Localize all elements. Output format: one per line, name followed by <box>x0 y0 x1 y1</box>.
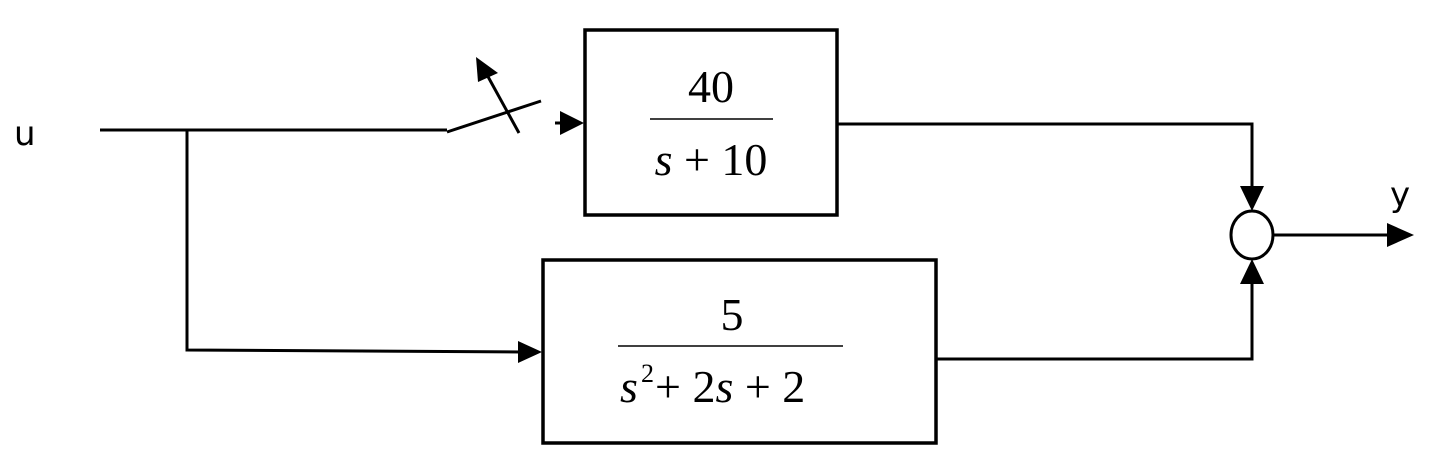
bottom-block-denominator-var2: s <box>715 361 733 412</box>
bottom-block-denominator-var1: s <box>620 361 638 412</box>
bottom-block-denominator-s: s <box>620 361 638 412</box>
top-transfer-block: 40 s + 10 <box>583 28 839 217</box>
arrow-into-top-block <box>560 111 584 135</box>
top-block-numerator: 40 <box>688 61 734 112</box>
switch <box>446 57 542 134</box>
bottom-output-line <box>936 278 1254 361</box>
input-label: u <box>14 114 36 154</box>
top-block-denominator-rest: + 10 <box>672 134 767 185</box>
summing-junction <box>1229 209 1275 261</box>
output-arrowhead <box>1387 223 1414 247</box>
top-block-denominator-var: s <box>655 134 673 185</box>
switch-actuator-line <box>484 72 521 134</box>
output-label: y <box>1390 175 1410 215</box>
bottom-block-denominator-end: + 2 <box>733 361 805 412</box>
top-output-line <box>837 122 1254 192</box>
top-block-box <box>583 28 839 217</box>
branch-line <box>185 130 523 354</box>
arrow-into-junction-top <box>1240 186 1264 211</box>
switch-actuator-arrowhead <box>476 57 498 82</box>
top-block-denominator: s + 10 <box>655 134 768 185</box>
bottom-block-box <box>541 258 938 445</box>
bottom-block-denominator-mid: + 2 <box>655 361 715 412</box>
switch-blade <box>446 99 542 134</box>
bottom-block-numerator: 5 <box>721 289 744 340</box>
bottom-transfer-block: 5 s 2 + 2s + 2 <box>541 258 938 445</box>
bottom-block-denominator-exponent: 2 <box>641 359 654 388</box>
arrow-into-junction-bottom <box>1240 259 1264 284</box>
bottom-block-denominator-rest: + 2s + 2 <box>655 361 805 412</box>
arrow-into-bottom-block <box>518 341 542 363</box>
